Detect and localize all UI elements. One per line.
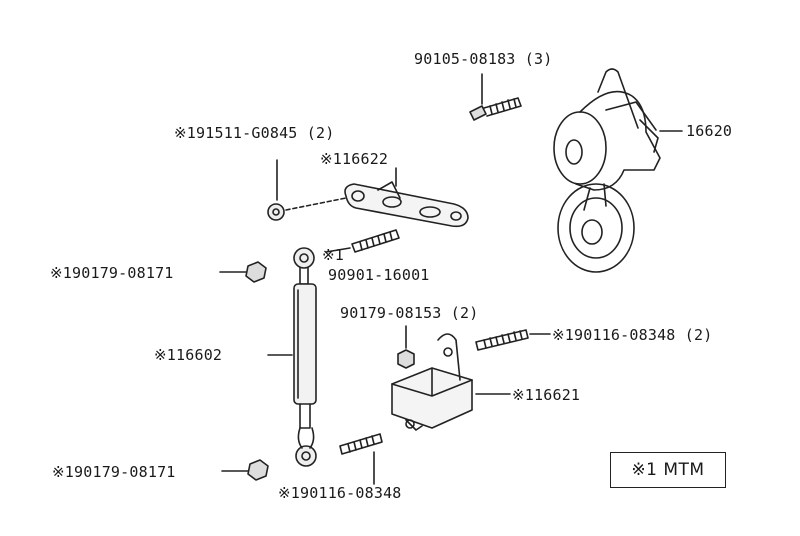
nut-mid-part	[397, 325, 415, 369]
damper-part	[267, 247, 317, 467]
label-tensioner-assy: 16620	[686, 122, 733, 140]
bracket-plate-part	[344, 167, 469, 228]
label-lower-bracket: ※116621	[512, 386, 581, 404]
stud-long-part	[475, 329, 551, 351]
stud-middle-part	[325, 229, 400, 253]
label-stud-bottom: ※190116-08348	[278, 484, 402, 502]
label-bolt-top: 90105-08183 (3)	[414, 50, 553, 68]
legend-box: ※1 MTM	[610, 452, 726, 488]
label-damper: ※116602	[154, 346, 223, 364]
label-nut-left-upper: ※190179-08171	[50, 264, 174, 282]
nut-left-upper-part	[219, 261, 267, 283]
label-bracket-plate: ※116622	[320, 150, 389, 168]
bolt-top-part	[469, 73, 522, 121]
label-stud-marker: ※1	[322, 246, 344, 264]
nut-upper-part	[267, 159, 347, 221]
label-stud-number: 90901-16001	[328, 266, 430, 284]
stud-bottom-part	[339, 433, 383, 485]
label-nut-upper: ※191511-G0845 (2)	[174, 124, 335, 142]
label-nut-mid: 90179-08153 (2)	[340, 304, 479, 322]
label-stud-long: ※190116-08348 (2)	[552, 326, 713, 344]
lower-bracket-part	[391, 333, 511, 431]
tensioner-assembly-part	[553, 68, 683, 273]
nut-left-lower-part	[221, 459, 269, 481]
label-nut-left-lower: ※190179-08171	[52, 463, 176, 481]
